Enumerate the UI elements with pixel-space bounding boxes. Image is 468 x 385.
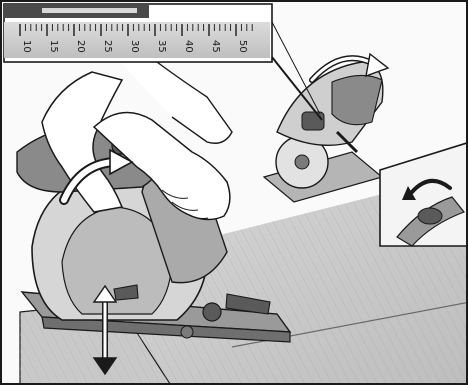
scale-label: 10 (21, 40, 32, 53)
depth-knob-icon (203, 303, 221, 321)
lever-detail-inset (380, 142, 468, 246)
scale-label: 15 (48, 40, 59, 53)
scale-labels: 10 15 20 25 30 35 40 45 50 (21, 40, 248, 53)
small-saw-figure (264, 62, 383, 202)
scale-label: 40 (183, 40, 194, 53)
scale-label: 50 (237, 40, 248, 53)
scale-label: 45 (210, 40, 221, 53)
scale-label: 30 (129, 40, 140, 53)
scale-label: 25 (102, 40, 113, 53)
scale-label: 20 (75, 40, 86, 53)
depth-scale-inset: 10 15 20 25 30 35 40 45 50 (4, 4, 272, 62)
scale-label: 35 (156, 40, 167, 53)
